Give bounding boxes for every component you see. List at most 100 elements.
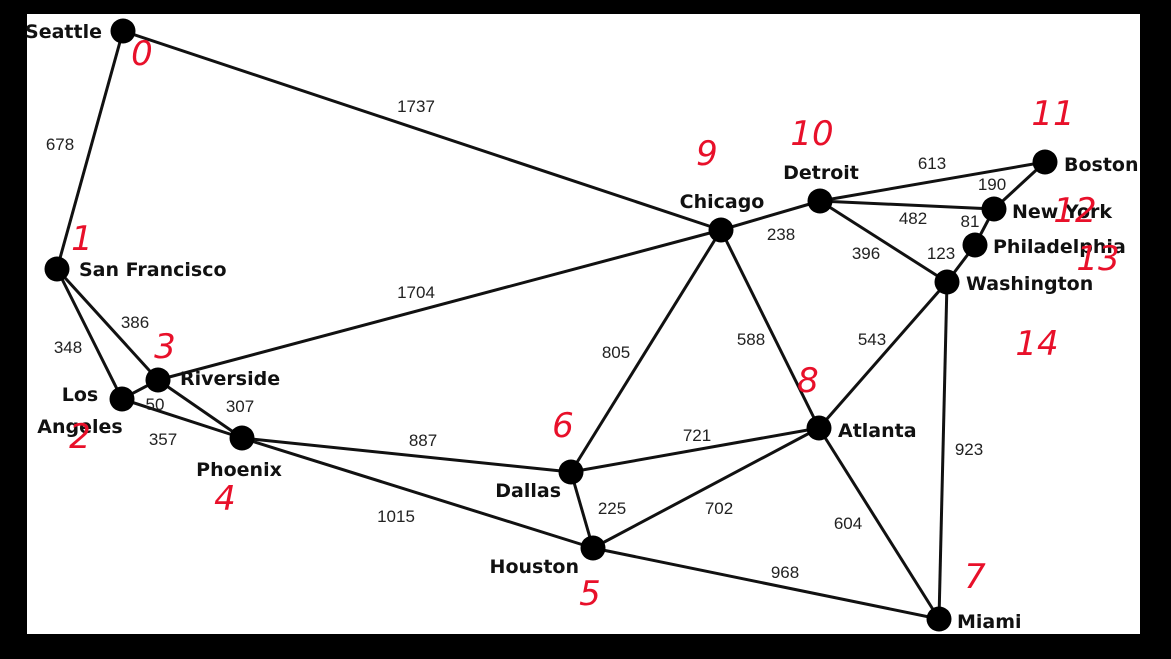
edge-weight-label: 482: [899, 209, 927, 228]
node-riverside: [145, 367, 171, 393]
city-label-san-francisco: San Francisco: [79, 259, 227, 281]
node-washington: [934, 269, 960, 295]
city-label-washington: Washington: [966, 273, 1093, 295]
edge-weight-label: 348: [54, 338, 82, 357]
edge-san_francisco-los_angeles: [55, 268, 124, 400]
edge-weight-label: 805: [602, 343, 630, 362]
annotation-number: 13: [1076, 239, 1119, 279]
edge-weight-label: 357: [149, 430, 177, 449]
edge-weight-label: 225: [598, 499, 626, 518]
node-los-angeles: [109, 386, 135, 412]
annotation-number: 12: [1053, 191, 1096, 231]
edge-detroit-boston: [819, 160, 1046, 203]
city-label-boston: Boston: [1064, 154, 1139, 176]
node-seattle: [110, 18, 136, 44]
node-dallas: [558, 459, 584, 485]
city-label-chicago: Chicago: [680, 191, 765, 213]
node-boston: [1032, 149, 1058, 175]
annotation-number: 5: [579, 574, 601, 614]
annotation-number: 7: [964, 557, 986, 597]
node-philadelphia: [962, 232, 988, 258]
edge-weight-label: 702: [705, 499, 733, 518]
city-label-dallas: Dallas: [495, 480, 561, 502]
edge-dallas-chicago: [569, 229, 723, 473]
edge-weight-label: 721: [683, 426, 711, 445]
annotation-number: 8: [797, 361, 819, 401]
city-label-riverside: Riverside: [180, 368, 280, 390]
edge-weight-label: 386: [121, 313, 149, 332]
edge-houston-atlanta: [592, 426, 820, 550]
node-houston: [580, 535, 606, 561]
annotation-number: 2: [69, 417, 91, 457]
edge-weight-label: 1015: [377, 507, 415, 526]
edge-weight-label: 1737: [397, 97, 435, 116]
edge-weight-label: 396: [852, 244, 880, 263]
edge-chicago-atlanta: [719, 229, 821, 429]
edge-weight-label: 1704: [397, 283, 435, 302]
edge-seattle-san_francisco: [55, 30, 125, 270]
nodes-layer: [44, 18, 1058, 632]
annotation-number: 0: [131, 34, 153, 74]
edge-weight-label: 923: [955, 440, 983, 459]
edge-weight-label: 604: [834, 514, 862, 533]
edge-phoenix-dallas: [241, 436, 572, 474]
annotation-number: 14: [1015, 324, 1058, 364]
edge-detroit-washington: [819, 199, 948, 284]
diagram-background: [27, 14, 1140, 634]
node-new-york: [981, 196, 1007, 222]
edge-weights-layer: 6781737348386503573071704887101580572122…: [46, 97, 1006, 582]
city-label-atlanta: Atlanta: [838, 420, 917, 442]
edge-weight-label: 543: [858, 330, 886, 349]
edge-weight-label: 50: [146, 395, 165, 414]
node-miami: [926, 606, 952, 632]
edges-layer: [55, 29, 1047, 621]
edge-weight-label: 238: [767, 225, 795, 244]
edge-atlanta-miami: [817, 427, 941, 620]
edge-weight-label: 81: [961, 212, 980, 231]
edge-los_angeles-phoenix: [121, 397, 243, 440]
edge-seattle-chicago: [122, 29, 722, 232]
node-chicago: [708, 217, 734, 243]
city-label-phoenix: Phoenix: [196, 459, 282, 481]
annotation-number: 1: [71, 219, 93, 259]
edge-chicago-detroit: [720, 199, 821, 232]
edge-dallas-houston: [569, 471, 595, 549]
edge-riverside-chicago: [157, 228, 722, 382]
edge-atlanta-washington: [817, 281, 949, 429]
annotation-number: 4: [214, 479, 236, 519]
city-label-new-york: New York: [1012, 201, 1112, 223]
annotation-number: 11: [1031, 94, 1074, 134]
edge-weight-label: 123: [927, 244, 955, 263]
node-detroit: [807, 188, 833, 214]
edge-weight-label: 588: [737, 330, 765, 349]
edge-weight-label: 678: [46, 135, 74, 154]
city-label-philadelphia: Philadelphia: [993, 236, 1126, 258]
city-label-houston: Houston: [490, 556, 579, 578]
node-atlanta: [806, 415, 832, 441]
edge-riverside-phoenix: [157, 378, 243, 440]
annotation-number: 9: [696, 134, 718, 174]
node-san-francisco: [44, 256, 70, 282]
city-label-seattle: Seattle: [25, 21, 102, 43]
node-phoenix: [229, 425, 255, 451]
edge-weight-label: 968: [771, 563, 799, 582]
edge-weight-label: 190: [978, 175, 1006, 194]
edge-houston-miami: [592, 546, 940, 621]
edge-weight-label: 613: [918, 154, 946, 173]
annotation-number: 10: [790, 114, 833, 154]
edge-detroit-new_york: [819, 199, 995, 211]
edge-phoenix-houston: [241, 436, 594, 550]
edge-dallas-atlanta: [570, 426, 820, 474]
annotation-number: 3: [154, 327, 176, 367]
edge-san_francisco-riverside: [55, 267, 160, 382]
city-label-miami: Miami: [957, 611, 1022, 633]
edge-washington-miami: [937, 281, 949, 620]
annotation-number: 6: [552, 406, 574, 446]
edge-weight-label: 887: [409, 431, 437, 450]
edge-weight-label: 307: [226, 397, 254, 416]
